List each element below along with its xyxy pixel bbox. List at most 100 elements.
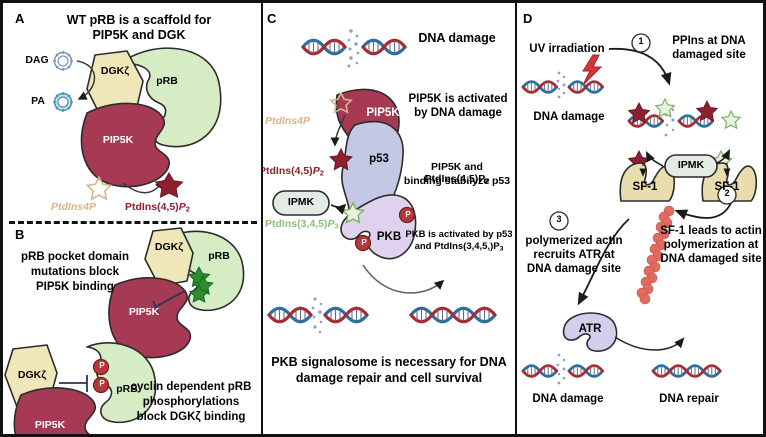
ptdins45p2-label-c: PtdIns(4,5)P2 [263,165,324,178]
panel-c-letter: C [267,11,277,26]
step1-arrow [608,48,672,86]
phospho-label-b-1: P [99,361,105,370]
ptdins45p2-label-a: PtdIns(4,5)P2 [125,201,190,214]
ipmk-label-d: IPMK [677,159,705,171]
panel-b-caption-top-3: PIP5K binding [36,281,114,293]
pkb-to-repair-arrow [362,264,445,294]
panel-c: C [263,3,515,434]
panel-b-caption-bottom-3: block DGKζ binding [136,411,246,423]
ptdins4p-to-pip2-arrow [330,114,346,147]
panel-a-title-line1: WT pRB is a scaffold for [66,13,212,27]
phospho-label-b-2: P [99,379,105,388]
dna-damage-label-d-top: DNA damage [533,111,605,123]
panel-a: A WT pRB is a scaffold for PIP5K and DGK [3,3,261,221]
panel-a-letter: A [15,11,25,26]
dna-damaged-top-c [301,29,407,68]
panel-b-caption-bottom-1: cyclin dependent pRB [130,381,252,393]
sf1-label-left: SF-1 [632,181,658,193]
uv-irradiation-label: UV irradiation [529,43,605,55]
panel-b-graphics [4,227,245,434]
step-number-circles [549,33,737,231]
step1-text-1: PPIns at DNA [672,35,746,47]
step2-text-3: DNA damaged site [660,253,762,265]
step2-text-2: polymerization at [663,239,759,251]
step3-text-2: recruits ATR at [533,249,615,261]
pip5k-label-c: PIP5K [366,107,400,119]
panel-b-caption-top-2: mutations block [30,266,120,278]
dna-repaired-c [409,306,497,324]
panel-c-caption-2: damage repair and cell survival [295,371,483,385]
dgk-label-b-bottom: DGKζ [17,369,47,381]
step2-number: 2 [724,188,730,198]
prb-label-a: pRB [156,75,178,87]
dna-debris-d-3 [556,353,566,385]
p53-label-c: p53 [369,153,389,165]
annotation-pkb-activated-2: and PtdIns(3,4,5,)P3 [414,241,504,253]
atr-label: ATR [578,323,602,335]
prb-label-b-bottom: pRB [116,383,138,395]
dgk-shape-b-top [144,227,194,287]
ptdins4p-label-a: PtdIns4P [51,201,96,213]
dna-damaged-bottom-c [267,297,369,334]
panel-c-graphics [267,29,497,334]
panel-d-graphics [521,33,758,385]
annotation-pkb-activated-1: PKB is activated by p53 [405,229,513,240]
step3-text-1: polymerized actin [525,235,623,247]
step3-number: 3 [556,214,562,224]
annotation-pip5k-activated-2: by DNA damage [414,107,502,119]
sf1-label-right: SF-1 [714,181,740,193]
dna-repaired-d [651,364,722,378]
panel-b: B [3,223,261,434]
ipmk-to-pip3-arrow [330,203,347,215]
ptdins4p-star-c [329,91,353,114]
sf1-output-arrows [639,163,731,177]
pkb-label-c: PKB [376,231,402,243]
ptdins4p-label-c: PtdIns4P [265,115,310,127]
dag-label-a: DAG [25,54,49,66]
atr-shape [562,312,618,352]
dgk-label-b-top: DGKζ [154,241,184,253]
actin-filament [636,205,675,305]
dgk-label-a: DGKζ [100,65,130,77]
panel-b-letter: B [15,227,25,242]
dna-debris-d-1 [556,71,566,99]
pip5k-label-a: PIP5K [102,134,134,146]
phospho-marks-b [92,358,110,394]
ipmk-label-c: IPMK [287,196,315,208]
pip5k-shape-b-bottom [13,387,96,434]
inhibition-bar-b-top [152,290,186,314]
ptdins345p3-label-c: PtdIns(3,4,5)P3 [265,218,339,231]
step1-text-2: damaged site [672,49,746,61]
panel-divider-ab [9,221,257,224]
panel-c-caption-1: PKB signalosome is necessary for DNA [271,355,507,369]
dna-damage-label-d-bottom: DNA damage [532,393,604,405]
uv-bolt-icon [582,54,603,86]
ptdins45p2-star-a [154,172,184,198]
ipmk-in-arrow-d [645,150,664,167]
dag-icon [53,51,73,71]
dna-damage-debris-bottom [311,297,323,334]
step2-text-1: SF-1 leads to actin [660,225,762,237]
panel-a-title-line2: PIP5K and DGK [92,28,186,42]
step2-arrow [674,202,732,220]
phospho-c-2 [354,234,372,252]
step1-number: 1 [638,36,644,46]
dna-damage-debris-top [347,29,360,68]
panel-d: D [517,3,763,434]
phospho-label-c-1: P [405,210,411,219]
pa-label-a: PA [31,95,45,107]
pip5k-label-b-top: PIP5K [128,306,160,318]
step3-text-3: DNA damage site [526,263,622,275]
panel-b-caption-top-1: pRB pocket domain [21,251,129,263]
panel-a-graphics [53,47,222,201]
prb-label-b-top: pRB [208,250,230,262]
dna-damage-headline-c: DNA damage [418,31,496,45]
annotation-stabilyze-1: PIP5K and PtdIns(4,5)P2 [424,161,490,187]
ipmk-shape-d [664,154,718,178]
ptdins4p-star-a [85,175,113,201]
ipmk-shape-c [272,190,330,216]
phospho-c-1 [398,206,416,224]
annotation-pip5k-activated-1: PIP5K is activated [408,93,508,105]
annotation-stabilyze-2: binding stabilyze p53 [403,175,511,187]
